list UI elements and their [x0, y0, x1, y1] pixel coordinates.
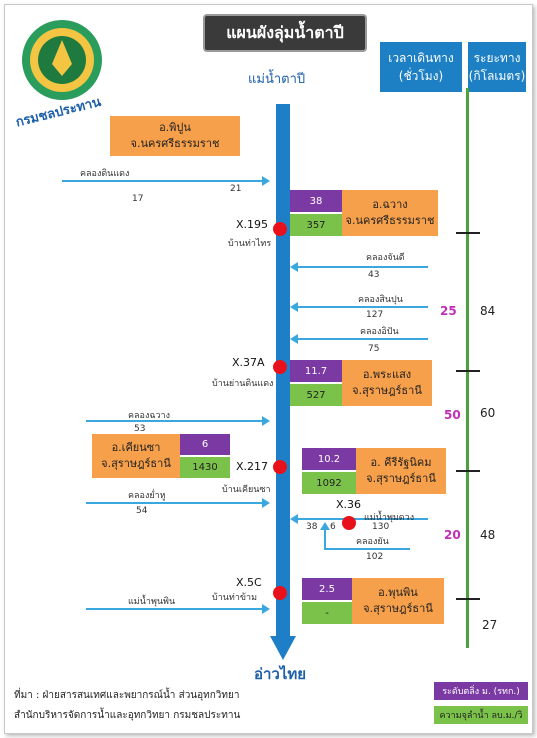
capacity-box: 527	[290, 384, 342, 406]
river-end-label: อ่าวไทย	[254, 665, 307, 683]
station-code: X.217	[236, 460, 269, 473]
bank-level-box: 10.2	[302, 448, 356, 470]
station-place: บ้านเคียนซา	[222, 485, 271, 495]
tributary-arrow	[86, 416, 270, 426]
tributary-name: แม่น้ำพุนพิน	[128, 597, 176, 607]
capacity-box: 1092	[302, 472, 356, 494]
river-name: แม่น้ำตาปี	[248, 72, 306, 87]
province-name: จ.นครศรีธรรมราช	[345, 214, 435, 227]
bank-level-box: 6	[180, 434, 230, 455]
district-name: อ.เคียนซา	[111, 441, 161, 454]
tributary-value: 21	[230, 184, 242, 194]
tributary-name: คลองจันดี	[366, 253, 405, 263]
tributary-arrow	[290, 514, 428, 524]
district-box-phipun: อ.พิปูน จ.นครศรีธรรมราช	[110, 116, 240, 156]
tributary-arrow	[290, 334, 428, 344]
bank-level-box: 11.7	[290, 360, 342, 382]
tributary-name: แม่น้ำพุมดวง	[364, 513, 415, 523]
tributary-name: คลองสินปุน	[358, 295, 403, 305]
tributary-arrowhead	[320, 522, 330, 530]
tributary-name: คลองฉวาง	[128, 411, 170, 421]
travel-time-value: 50	[444, 408, 461, 422]
tributary-name: คลองย่ำหู	[128, 491, 166, 501]
station-code: X.36	[336, 498, 362, 511]
distance-value: 27	[482, 618, 498, 632]
diagram-frame	[4, 4, 533, 734]
station-code: X.5C	[236, 576, 262, 589]
tributary-arrow	[290, 262, 428, 272]
distance-tick	[456, 470, 480, 472]
distance-tick	[456, 232, 480, 234]
tributary-value: 53	[134, 424, 146, 434]
tributary-value: 102	[366, 552, 384, 562]
station-flow-left: 6	[330, 522, 336, 532]
distance-header: ระยะทาง (กิโลเมตร)	[468, 42, 526, 92]
province-name: จ.นครศรีธรรมราช	[130, 137, 220, 150]
tributary-value: 43	[368, 270, 380, 280]
station-marker[interactable]	[273, 586, 287, 600]
tributary-value: 75	[368, 344, 380, 354]
station-marker[interactable]	[273, 360, 287, 374]
district-box-phunphin: อ.พุนพิน จ.สุราษฎร์ธานี	[352, 578, 444, 624]
capacity-box: -	[302, 602, 352, 624]
legend-bank-level: ระดับตลิ่ง ม. (รทก.)	[434, 682, 528, 700]
river-arrowhead	[270, 636, 296, 660]
legend-capacity: ความจุลำน้ำ ลบ.ม./วิ	[434, 706, 528, 724]
tributary-value: 17	[132, 194, 144, 204]
source-line-2: สำนักบริหารจัดการน้ำและอุทกวิทยา กรมชลปร…	[14, 710, 241, 721]
capacity-box: 357	[290, 214, 342, 236]
tributary-arrow	[62, 176, 270, 186]
district-name: อ.ฉวาง	[372, 198, 408, 211]
tributary-name: คลองยัน	[356, 537, 389, 547]
tributary-name: คลองอิปัน	[360, 327, 399, 337]
station-level-left: 38	[306, 522, 318, 532]
capacity-box: 1430	[180, 457, 230, 478]
bank-level-box: 2.5	[302, 578, 352, 600]
station-place: บ้านท่าข้าม	[212, 593, 258, 603]
station-code: X.195	[236, 218, 269, 231]
tributary-arrow-vertical	[324, 528, 326, 550]
district-name: อ.พุนพิน	[378, 586, 418, 599]
tributary-value: 127	[366, 310, 384, 320]
district-name: อ.พิปูน	[159, 121, 191, 134]
tributary-value: 130	[372, 522, 390, 532]
district-name: อ. คีรีรัฐนิคม	[370, 456, 432, 469]
tributary-arrow	[290, 302, 428, 312]
district-box-khiansa: อ.เคียนซา จ.สุราษฎร์ธานี	[92, 434, 180, 478]
province-name: จ.สุราษฎร์ธานี	[101, 457, 171, 470]
district-box-khiri-rat: อ. คีรีรัฐนิคม จ.สุราษฎร์ธานี	[356, 448, 446, 494]
station-code: X.37A	[232, 356, 265, 369]
distance-value: 48	[480, 528, 496, 542]
station-place: บ้านท่าไทร	[228, 239, 272, 249]
distance-line	[466, 88, 469, 648]
station-marker[interactable]	[273, 222, 287, 236]
tributary-arrow	[324, 548, 410, 550]
province-name: จ.สุราษฎร์ธานี	[363, 602, 433, 615]
district-box-phrasaeng: อ.พระแสง จ.สุราษฎร์ธานี	[342, 360, 432, 406]
distance-value: 60	[480, 406, 496, 420]
distance-tick	[456, 370, 480, 372]
station-marker[interactable]	[273, 460, 287, 474]
diagram-title: แผนผังลุ่มน้ำตาปี	[203, 14, 367, 52]
travel-time-value: 25	[440, 304, 457, 318]
travel-time-header: เวลาเดินทาง (ชั่วโมง)	[380, 42, 462, 92]
bank-level-box: 38	[290, 190, 342, 212]
tributary-value: 54	[136, 506, 148, 516]
province-name: จ.สุราษฎร์ธานี	[352, 384, 422, 397]
rid-logo	[14, 14, 110, 114]
district-box-chawang: อ.ฉวาง จ.นครศรีธรรมราช	[342, 190, 438, 236]
tributary-arrow	[86, 498, 270, 508]
district-name: อ.พระแสง	[362, 368, 412, 381]
tributary-arrow	[86, 604, 270, 614]
source-line-1: ที่มา : ฝ่ายสารสนเทศและพยากรณ์น้ำ ส่วนอุ…	[14, 690, 240, 701]
province-name: จ.สุราษฎร์ธานี	[366, 472, 436, 485]
distance-value: 84	[480, 304, 496, 318]
tributary-name: คลองดินแดง	[80, 169, 130, 179]
station-marker[interactable]	[342, 516, 356, 530]
distance-tick	[456, 598, 480, 600]
travel-time-value: 20	[444, 528, 461, 542]
station-place: บ้านย่านดินแดง	[212, 379, 274, 389]
